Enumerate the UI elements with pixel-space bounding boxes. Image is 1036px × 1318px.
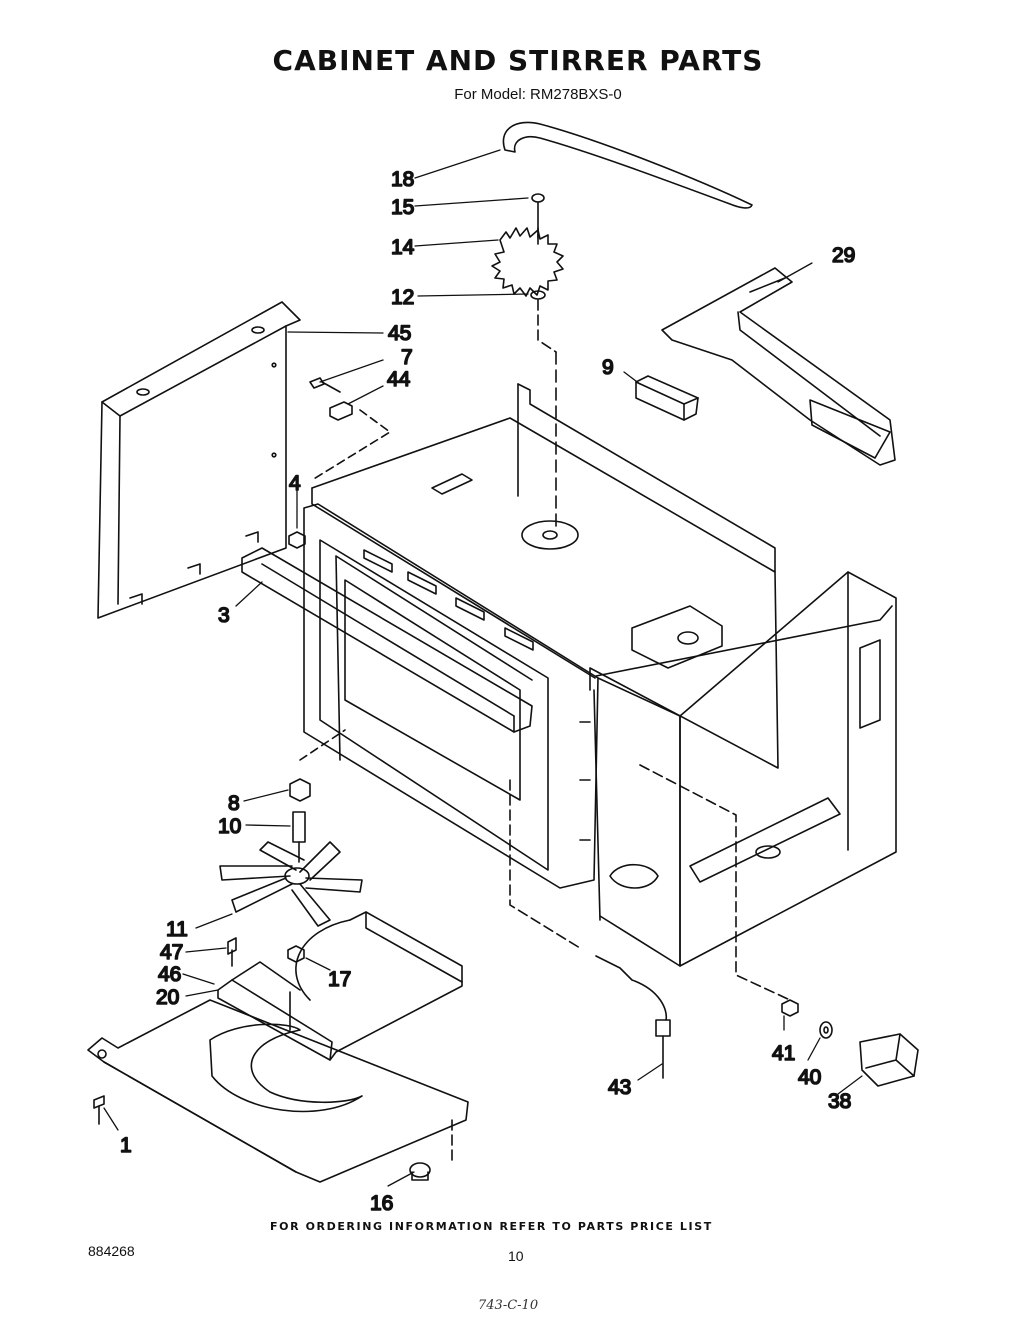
- oven-cavity-housing: [303, 383, 897, 967]
- part-7-screw: [309, 377, 341, 393]
- handwritten-note: 743-C-10: [478, 1298, 539, 1313]
- part-29-bracket: [661, 267, 896, 466]
- part-14-stirrer-gear: [491, 227, 564, 297]
- callout-9: 9: [602, 356, 614, 379]
- dash-leader-43: [509, 779, 581, 949]
- part-47-screw: [227, 937, 237, 967]
- part-11-fan-blade: [219, 841, 363, 927]
- ordering-info-note: FOR ORDERING INFORMATION REFER TO PARTS …: [270, 1220, 713, 1233]
- part-9-block: [635, 375, 699, 421]
- callout-18: 18: [391, 168, 414, 191]
- callout-11: 11: [166, 918, 188, 941]
- part-1-screw: [93, 1095, 105, 1125]
- callout-44: 44: [387, 368, 411, 391]
- part-18-cord: [502, 121, 753, 209]
- callout-17: 17: [328, 968, 351, 991]
- callout-12: 12: [391, 286, 414, 309]
- callout-7: 7: [401, 346, 413, 369]
- part-20-air-guide: [217, 911, 463, 1061]
- callout-40: 40: [798, 1066, 821, 1089]
- callout-38: 38: [828, 1090, 851, 1113]
- part-4-nut: [288, 531, 306, 549]
- part-16-foot: [409, 1162, 431, 1181]
- callout-15: 15: [391, 196, 414, 219]
- part-10-shaft: [292, 811, 306, 863]
- part-43-sensor: [595, 955, 671, 1079]
- callout-29: 29: [832, 244, 855, 267]
- callout-1: 1: [120, 1134, 132, 1157]
- callout-46: 46: [158, 963, 181, 986]
- page-title: CABINET AND STIRRER PARTS: [272, 44, 764, 77]
- callout-47: 47: [160, 941, 183, 964]
- callout-3: 3: [218, 604, 230, 627]
- callout-16: 16: [370, 1192, 393, 1215]
- callout-8: 8: [228, 792, 240, 815]
- page-number: 10: [508, 1248, 524, 1264]
- part-17-nut: [287, 945, 305, 963]
- part-3-front-bar: [241, 547, 533, 733]
- callout-20: 20: [156, 986, 179, 1009]
- callout-4: 4: [289, 472, 301, 495]
- part-12-washer: [530, 290, 557, 531]
- model-subtitle: For Model: RM278BXS-0: [454, 86, 622, 103]
- document-number: 884268: [88, 1243, 135, 1259]
- callout-45: 45: [388, 322, 411, 345]
- dash-leader-8: [299, 729, 346, 761]
- part-40-washer: [819, 1021, 833, 1039]
- part-8-coupling: [289, 778, 311, 802]
- callout-14: 14: [391, 236, 415, 259]
- part-44-clip: [311, 401, 391, 481]
- part-45-side-panel: [97, 301, 301, 619]
- part-38-switch: [859, 1033, 919, 1087]
- dash-leader-41: [639, 764, 791, 1001]
- callout-10: 10: [218, 815, 241, 838]
- part-1-base-plate: [87, 999, 469, 1183]
- callout-43: 43: [608, 1076, 631, 1099]
- callout-leaders: [103, 149, 863, 1187]
- callout-41: 41: [772, 1042, 795, 1065]
- part-41-nut: [781, 999, 799, 1017]
